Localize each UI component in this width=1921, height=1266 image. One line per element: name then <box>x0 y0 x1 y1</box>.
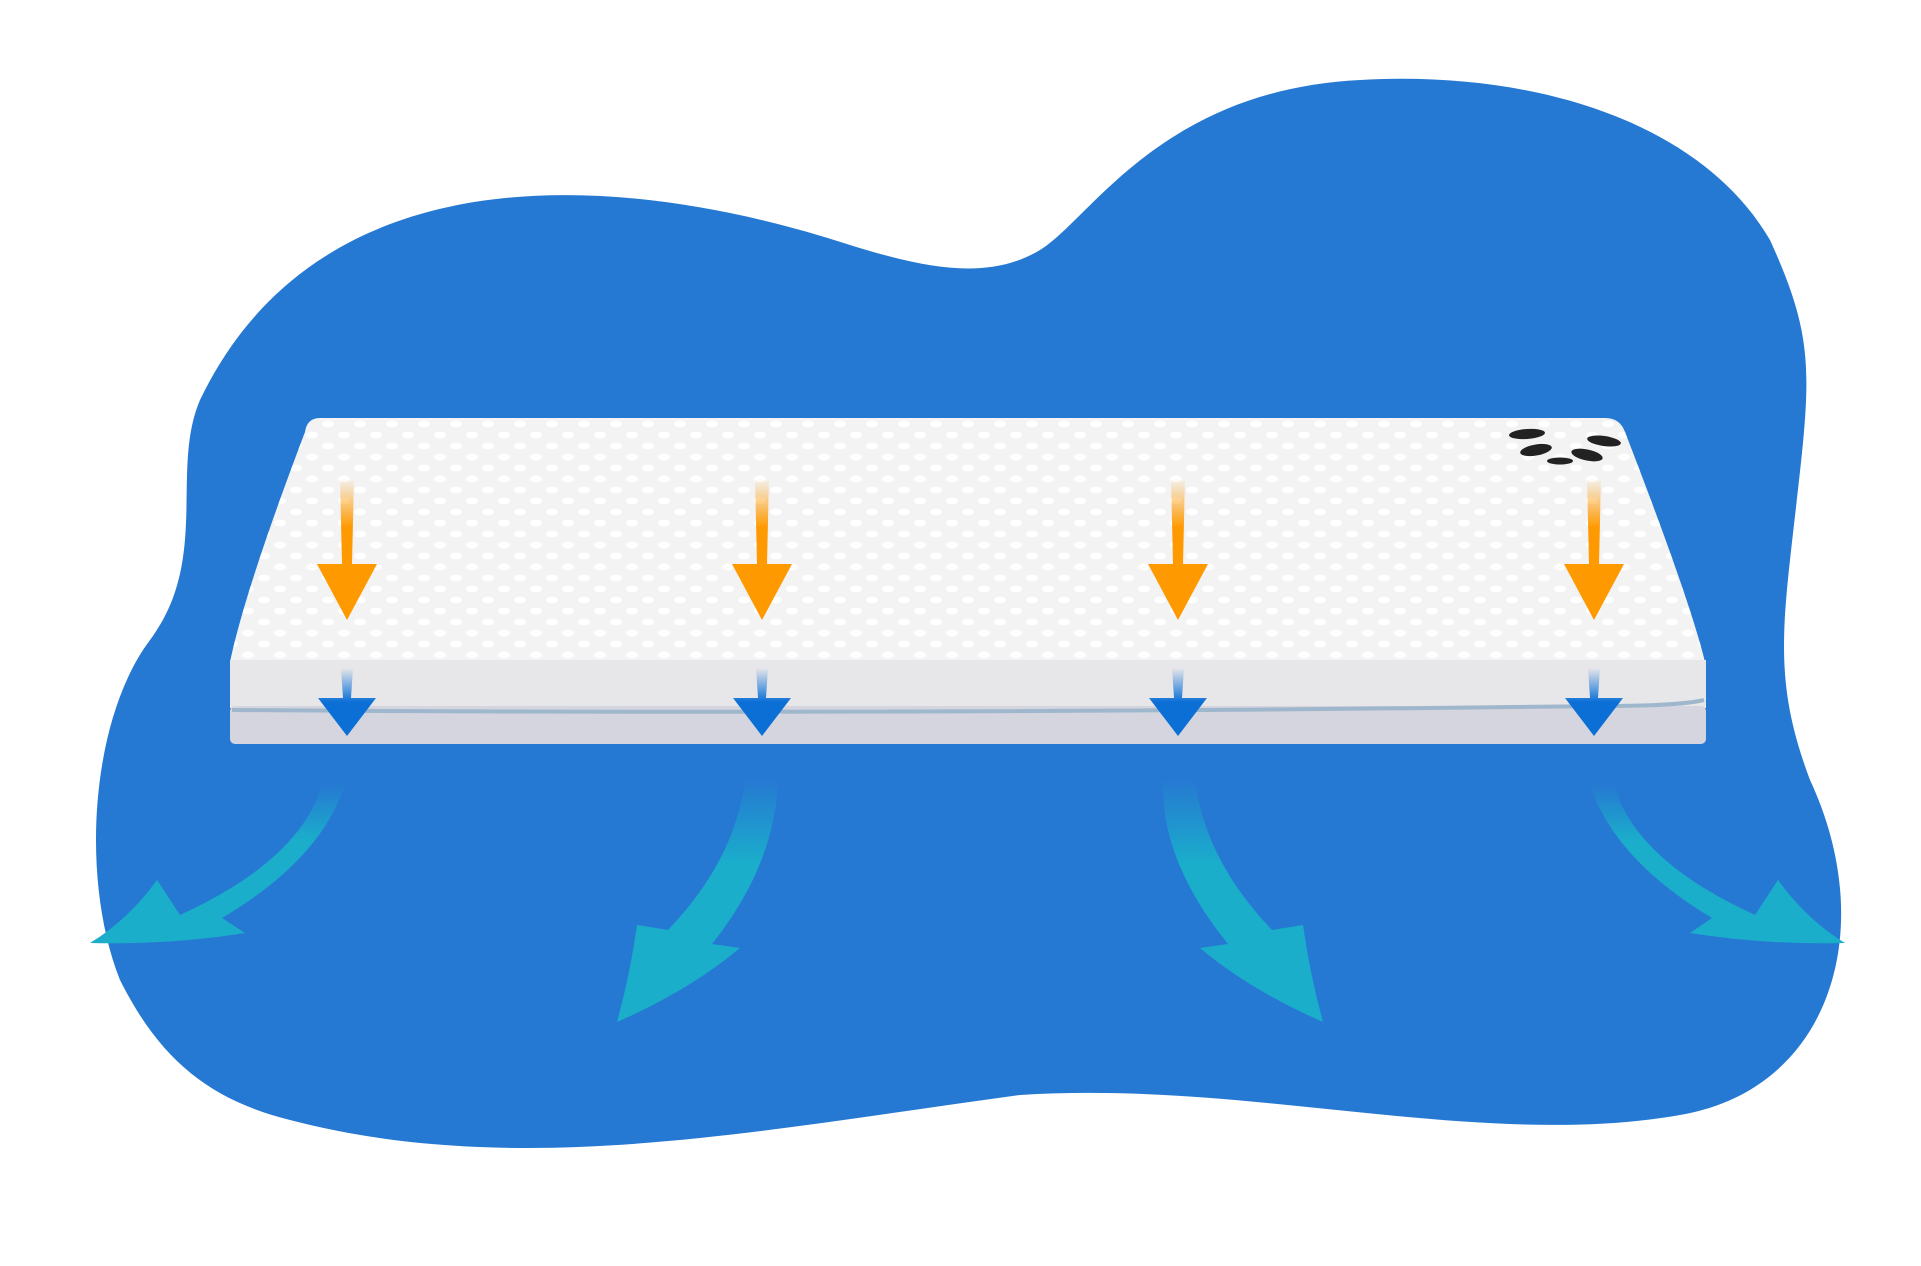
paw-print-icon <box>1509 428 1621 465</box>
heat-arrow-icon <box>1148 478 1208 620</box>
mattress <box>230 418 1706 744</box>
heat-arrows <box>317 478 1624 620</box>
mattress-top-pattern <box>230 418 1705 662</box>
cool-arrow-icon <box>318 668 376 736</box>
heat-arrow-icon <box>1564 478 1624 620</box>
heat-arrow-icon <box>732 478 792 620</box>
cool-arrow-icon <box>1565 668 1623 736</box>
airflow-arrow-right <box>1590 785 1845 944</box>
mattress-seam <box>231 698 1705 714</box>
mattress-base-layer <box>230 706 1706 744</box>
cool-arrow-icon <box>1149 668 1207 736</box>
airflow-arrows <box>90 780 1845 1022</box>
airflow-arrow-left <box>90 785 345 944</box>
heat-arrow-icon <box>317 478 377 620</box>
airflow-arrow-center-right <box>1162 780 1323 1022</box>
cool-arrows <box>318 668 1623 736</box>
airflow-arrow-center-left <box>617 780 778 1022</box>
mattress-front-layer <box>230 660 1706 708</box>
cool-arrow-icon <box>733 668 791 736</box>
